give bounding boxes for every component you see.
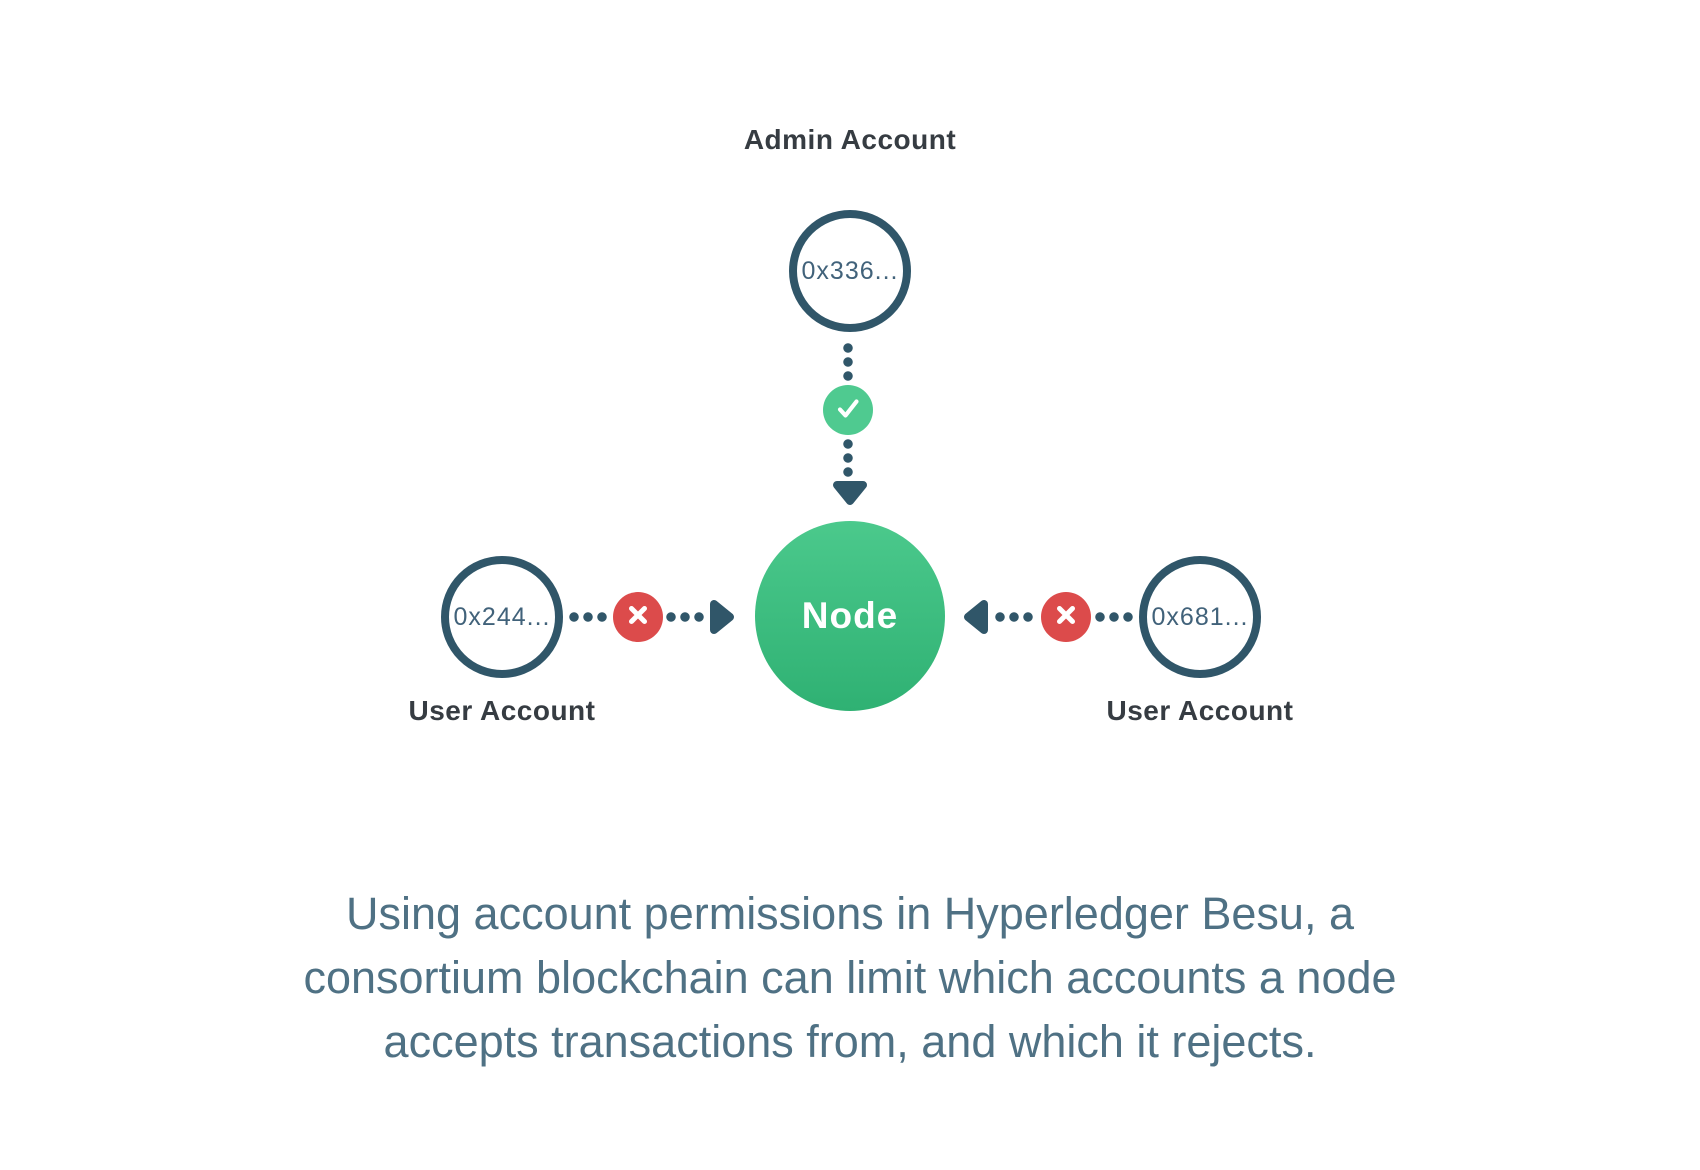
caption: Using account permissions in Hyperledger…: [170, 882, 1530, 1074]
caption-line: accepts transactions from, and which it …: [383, 1016, 1317, 1067]
arrow-left-icon: [962, 596, 990, 643]
admin-account-circle: 0x336...: [789, 210, 911, 332]
admin-account-label: Admin Account: [743, 124, 957, 155]
reject-badge-left: [613, 592, 663, 642]
dotted-line-right-outer: [1091, 612, 1137, 622]
x-icon: [625, 602, 651, 633]
x-icon: [1053, 602, 1079, 633]
left-user-account-address: 0x244...: [453, 602, 551, 631]
left-user-account-label: User Account: [408, 695, 596, 726]
right-user-account-address: 0x681...: [1151, 602, 1249, 631]
right-user-account-circle: 0x681...: [1139, 556, 1261, 678]
accept-badge: [823, 385, 873, 435]
dotted-line-right-inner: [992, 612, 1036, 622]
admin-account-address: 0x336...: [801, 256, 899, 285]
check-icon: [833, 393, 863, 428]
node-circle: Node: [755, 521, 945, 711]
reject-badge-right: [1041, 592, 1091, 642]
right-user-account-label: User Account: [1106, 695, 1294, 726]
dotted-line-left-inner: [663, 612, 707, 622]
dotted-line-admin-upper: [843, 339, 853, 385]
dotted-line-left-outer: [565, 612, 611, 622]
node-label: Node: [801, 595, 899, 636]
caption-line: Using account permissions in Hyperledger…: [346, 888, 1354, 939]
caption-line: consortium blockchain can limit which ac…: [303, 952, 1397, 1003]
arrow-right-icon: [708, 596, 736, 643]
dotted-line-admin-lower: [843, 437, 853, 479]
left-user-account-circle: 0x244...: [441, 556, 563, 678]
arrow-down-icon: [829, 479, 871, 512]
